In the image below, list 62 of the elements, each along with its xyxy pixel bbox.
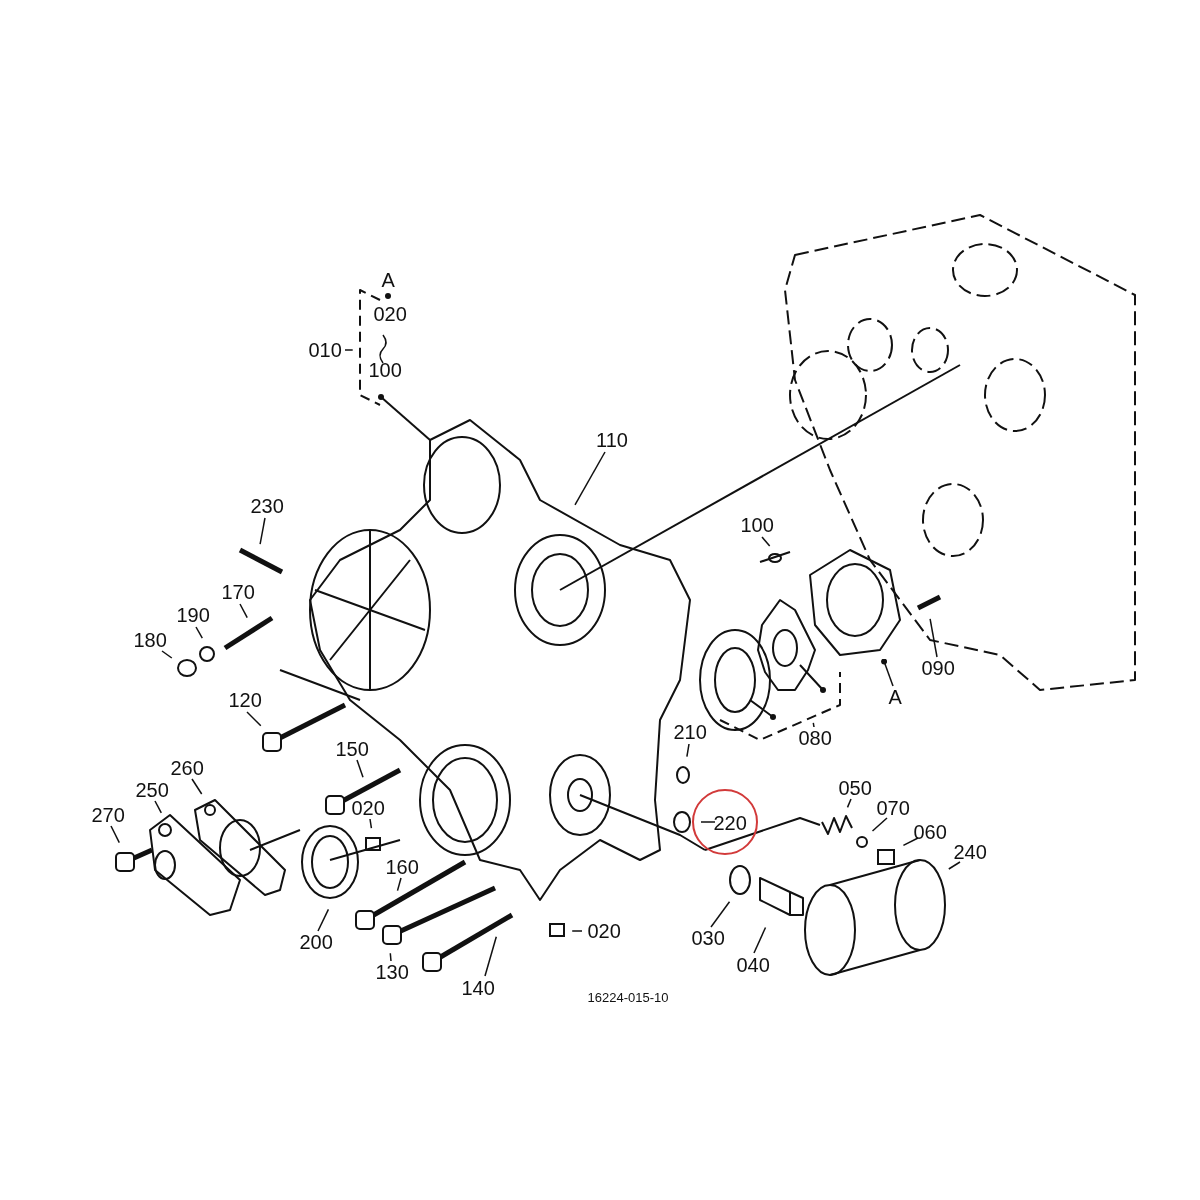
leader-line — [110, 825, 121, 844]
leader-line — [396, 877, 402, 892]
leader-line — [710, 901, 731, 928]
leader-line — [389, 952, 392, 962]
callout-number: 010 — [308, 339, 342, 361]
callout-number: 050 — [838, 777, 872, 799]
leader-line — [154, 800, 163, 814]
callout-number: 260 — [170, 757, 204, 779]
leader-line — [195, 626, 204, 639]
callout-number: 240 — [953, 841, 987, 863]
callout-number: 040 — [736, 954, 770, 976]
reference-letter: A — [381, 269, 395, 291]
leader-line — [161, 650, 173, 659]
callout-number: 250 — [135, 779, 169, 801]
callout-number: 140 — [461, 977, 495, 999]
callout-number: 130 — [375, 961, 409, 983]
callout-number: 100 — [740, 514, 774, 536]
leader-line — [846, 798, 852, 809]
callout-number: 170 — [221, 581, 255, 603]
leader-line — [239, 603, 248, 619]
callout-number: 180 — [133, 629, 167, 651]
callout-number: 070 — [876, 797, 910, 819]
callout-number: 190 — [176, 604, 210, 626]
leader-line — [753, 926, 767, 954]
leader-line — [761, 536, 771, 547]
leader-line — [344, 349, 354, 351]
callout-number: 160 — [385, 856, 419, 878]
leader-line — [191, 778, 203, 795]
leader-line — [929, 618, 938, 658]
callout-number: 090 — [921, 657, 955, 679]
leader-line — [902, 837, 919, 847]
leader-line — [686, 743, 690, 758]
leader-line — [484, 936, 498, 977]
callout-number: A — [888, 686, 902, 708]
callout-number: 230 — [250, 495, 284, 517]
callout-number: 060 — [913, 821, 947, 843]
callout-number: 270 — [91, 804, 125, 826]
leader-line — [700, 821, 716, 823]
callout-number: 210 — [673, 721, 707, 743]
callout-number: 030 — [691, 927, 725, 949]
leader-line — [356, 759, 364, 779]
callout-number: 150 — [335, 738, 369, 760]
drawing-number: 16224-015-10 — [587, 989, 669, 1007]
leader-line — [317, 908, 330, 932]
callout-number: 120 — [228, 689, 262, 711]
leader-line — [881, 658, 894, 687]
callout-number: 020 — [351, 797, 385, 819]
callout-number: 200 — [299, 931, 333, 953]
leader-line — [871, 817, 888, 832]
leader-line — [246, 711, 262, 727]
part-number: 100 — [368, 359, 402, 381]
callout-number: 080 — [798, 727, 832, 749]
callout-number: 020 — [587, 920, 621, 942]
leader-line — [948, 861, 961, 870]
leader-line — [574, 451, 606, 506]
callout-number: 110 — [596, 429, 628, 451]
callout-number: 220 — [713, 812, 747, 834]
part-number: 020 — [373, 303, 407, 325]
leader-line — [571, 930, 583, 932]
leader-line — [259, 517, 266, 545]
leader-line — [812, 722, 815, 728]
leader-line — [369, 818, 373, 829]
